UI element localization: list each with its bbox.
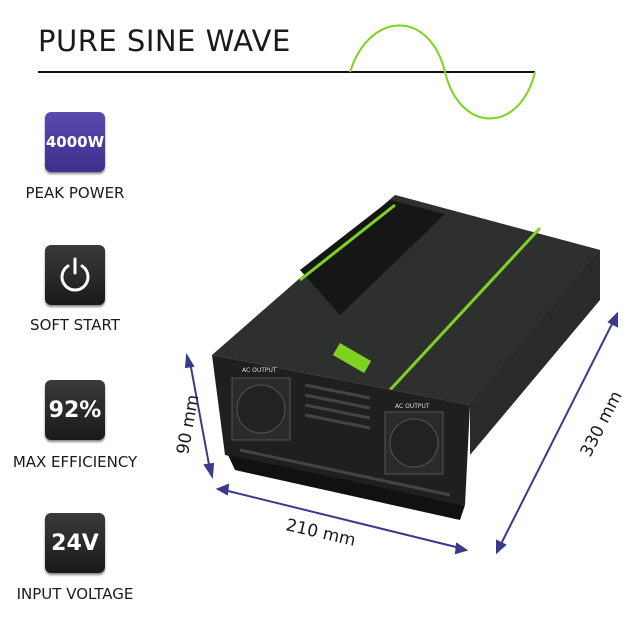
page-title: PURE SINE WAVE — [38, 24, 291, 58]
input-voltage-label: INPUT VOLTAGE — [16, 585, 134, 603]
power-icon — [60, 257, 90, 292]
soft-start-label: SOFT START — [30, 316, 120, 334]
outlet-label-right: AC OUTPUT — [395, 403, 430, 410]
efficiency-label: MAX EFFICIENCY — [12, 453, 138, 471]
soft-start-badge — [45, 245, 105, 305]
sine-wave-icon — [349, 24, 536, 120]
peak-power-label: PEAK POWER — [25, 184, 125, 202]
efficiency-badge: 92% — [45, 380, 105, 440]
peak-power-badge: 4000W — [45, 112, 105, 172]
height-dimension: 90 mm — [173, 393, 203, 456]
dimension-arrows — [184, 311, 618, 555]
input-voltage-badge: 24V — [45, 513, 105, 573]
outlet-label-left: AC OUTPUT — [242, 367, 277, 374]
inverter-image: AC OUTPUT AC OUTPUT — [212, 195, 600, 520]
length-dimension: 330 mm — [577, 388, 627, 460]
